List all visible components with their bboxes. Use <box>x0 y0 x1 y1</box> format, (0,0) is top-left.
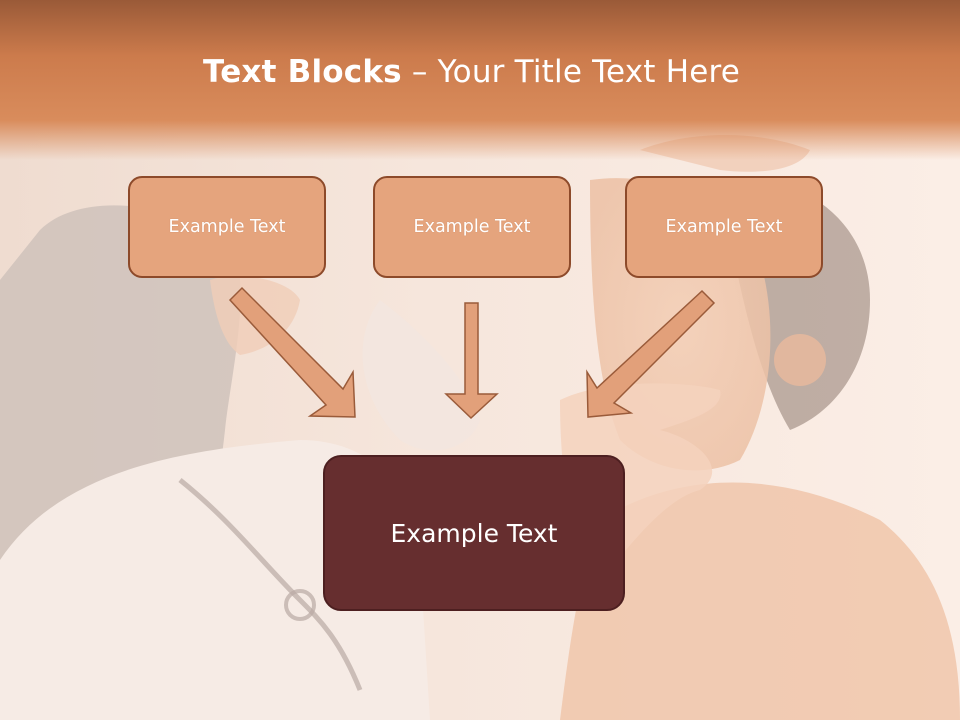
main-text-block[interactable]: Example Text <box>323 455 625 611</box>
slide-title: Text Blocks – Your Title Text Here <box>0 54 943 90</box>
main-text-block-label: Example Text <box>390 518 558 548</box>
text-block-1-label: Example Text <box>168 217 286 237</box>
text-block-1[interactable]: Example Text <box>128 176 326 278</box>
title-band <box>0 0 960 160</box>
text-block-2[interactable]: Example Text <box>373 176 571 278</box>
title-rest-text: – Your Title Text Here <box>401 54 741 90</box>
text-block-3-label: Example Text <box>665 217 783 237</box>
title-bold-text: Text Blocks <box>202 54 402 90</box>
text-block-3[interactable]: Example Text <box>625 176 823 278</box>
text-block-2-label: Example Text <box>413 217 531 237</box>
